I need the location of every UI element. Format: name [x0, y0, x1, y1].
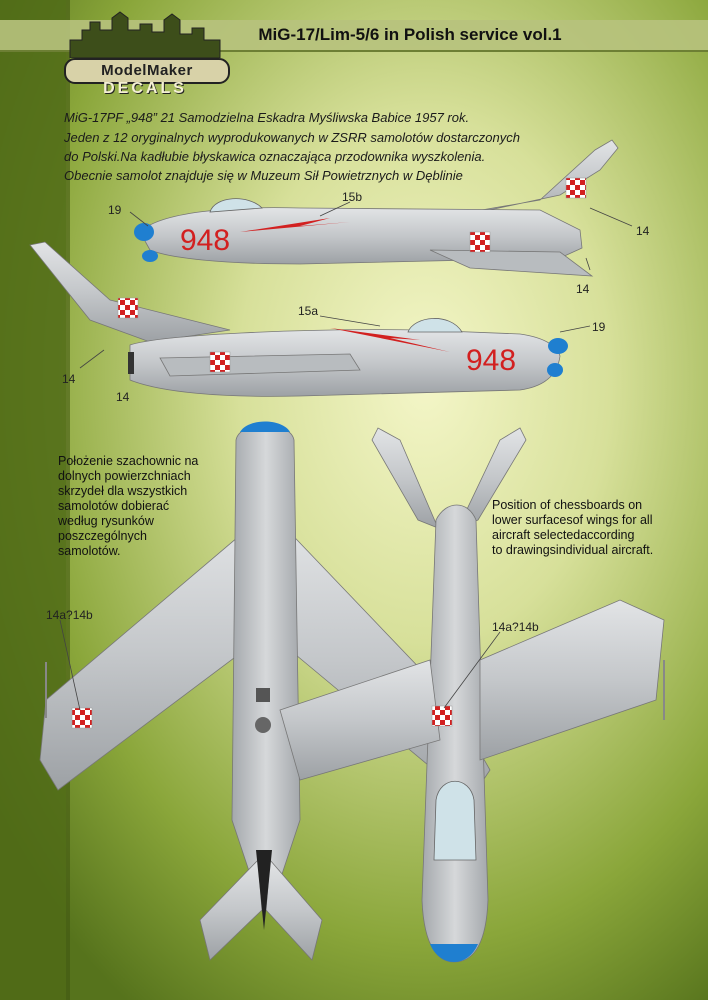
- description-line-1: MiG-17PF „948” 21 Samodzielna Eskadra My…: [64, 110, 470, 125]
- note-polish-line: samolotów dobierać: [58, 499, 170, 513]
- description-line-3: do Polski.Na kadłubie błyskawica oznacza…: [64, 149, 486, 164]
- note-polish-line: skrzydeł dla wszystkich: [58, 484, 188, 498]
- leader-lines: [59, 201, 633, 711]
- note-english-line: to drawingsindividual aircraft.: [492, 543, 654, 557]
- label-bottom-tail-a: 14: [62, 372, 76, 386]
- note-english-line: aircraft selectedaccording: [492, 528, 635, 542]
- label-right-plan: 14a?14b: [492, 620, 539, 634]
- top-profile-aircraft: [134, 139, 619, 277]
- label-left-plan: 14a?14b: [46, 608, 93, 622]
- label-bottom-nose: 19: [592, 320, 606, 334]
- note-polish: Położenie szachownic na dolnych powierzc…: [58, 454, 228, 559]
- bottom-profile-aircraft: [29, 241, 568, 397]
- brand-logo: ModelMaker DECALS: [60, 10, 230, 100]
- page-title: MiG-17/Lim-5/6 in Polish service vol.1: [258, 25, 562, 44]
- description-line-4: Obecnie samolot znajduje się w Muzeum Si…: [64, 168, 463, 183]
- note-polish-line: według rysunków: [58, 514, 154, 528]
- note-english-line: lower surfacesof wings for all: [492, 513, 653, 527]
- note-polish-line: poszczególnych: [58, 529, 147, 543]
- note-english: Position of chessboards on lower surface…: [492, 498, 692, 558]
- logo-top-text: ModelMaker: [64, 58, 230, 84]
- note-polish-line: Położenie szachownic na: [58, 454, 199, 468]
- label-bottom-tail-b: 14: [116, 390, 130, 404]
- bottom-profile-serial: 948: [466, 344, 517, 377]
- right-plan-aircraft: [279, 427, 665, 963]
- top-profile-serial: 948: [180, 224, 231, 257]
- note-polish-line: samolotów.: [58, 544, 121, 558]
- note-english-line: Position of chessboards on: [492, 498, 643, 512]
- label-top-nose: 19: [108, 203, 122, 217]
- logo-bottom-text: DECALS: [103, 80, 187, 97]
- description-line-2: Jeden z 12 oryginalnych wyprodukowanych …: [64, 130, 520, 145]
- label-top-tail-low: 14: [576, 282, 590, 296]
- label-top-tail: 14: [636, 224, 650, 238]
- note-polish-line: dolnych powierzchniach: [58, 469, 191, 483]
- label-bottom-fuselage: 15a: [298, 304, 319, 318]
- castle-silhouette-icon: [69, 11, 221, 58]
- label-top-fuselage: 15b: [342, 190, 363, 204]
